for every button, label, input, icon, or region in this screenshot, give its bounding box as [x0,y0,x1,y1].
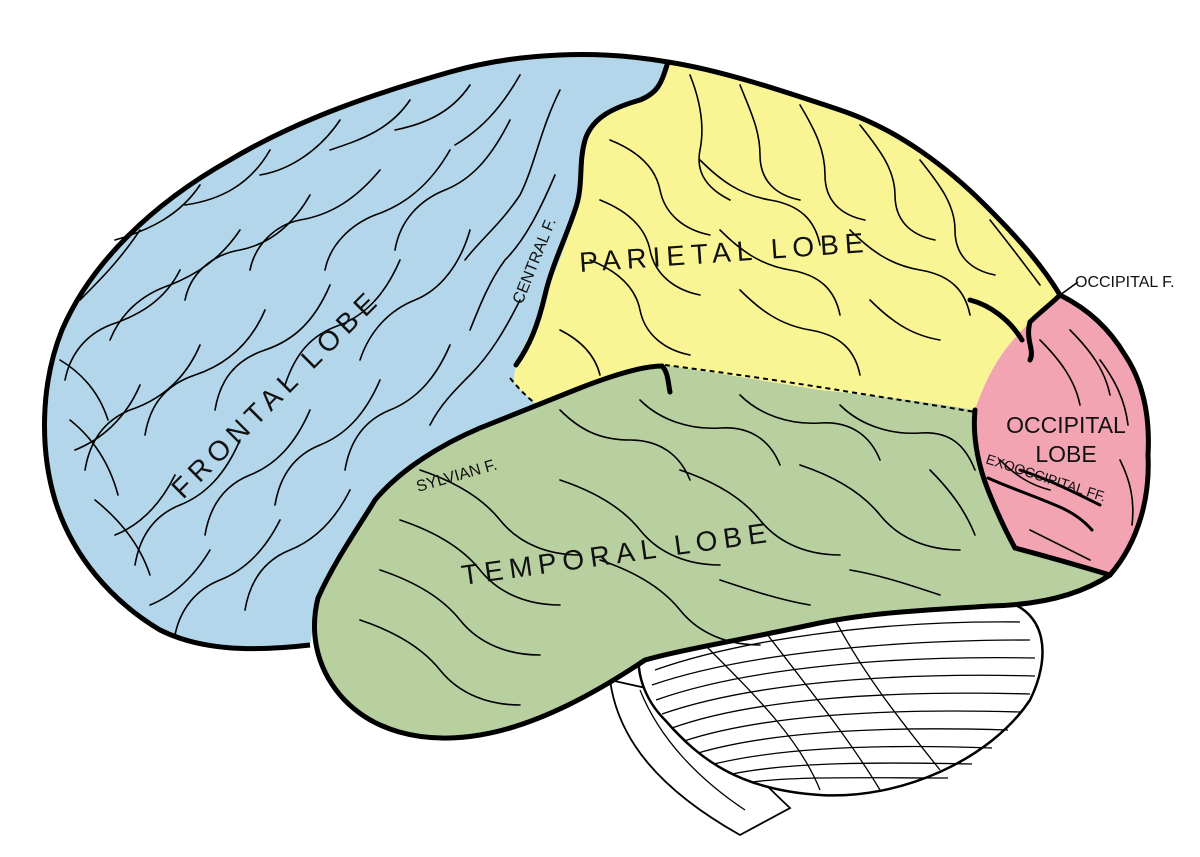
brain-outline [42,52,1151,741]
frontal-gyri [59,74,561,636]
frontal-lobe-region [44,54,668,649]
central-fissure-line [513,59,671,368]
cerebellum [637,596,1044,797]
occipital-lobe-label-line2: LOBE [1035,441,1096,467]
occipital-fissure-label: OCCIPITAL F. [1075,274,1175,291]
occipital-fissure-leader [1059,281,1079,296]
parietal-gyri [559,74,1041,376]
occipital-fissure-line [1026,292,1063,363]
parietal-lobe-region [514,62,1060,410]
temporal-gyri [359,394,976,706]
temporal-lobe-region [314,365,1110,739]
occipital-temporal-border [971,407,1113,578]
occipital-gyri [999,329,1134,561]
occipital-lobe-label-line1: OCCIPITAL [1006,412,1126,438]
sylvian-fissure-line [315,363,673,601]
